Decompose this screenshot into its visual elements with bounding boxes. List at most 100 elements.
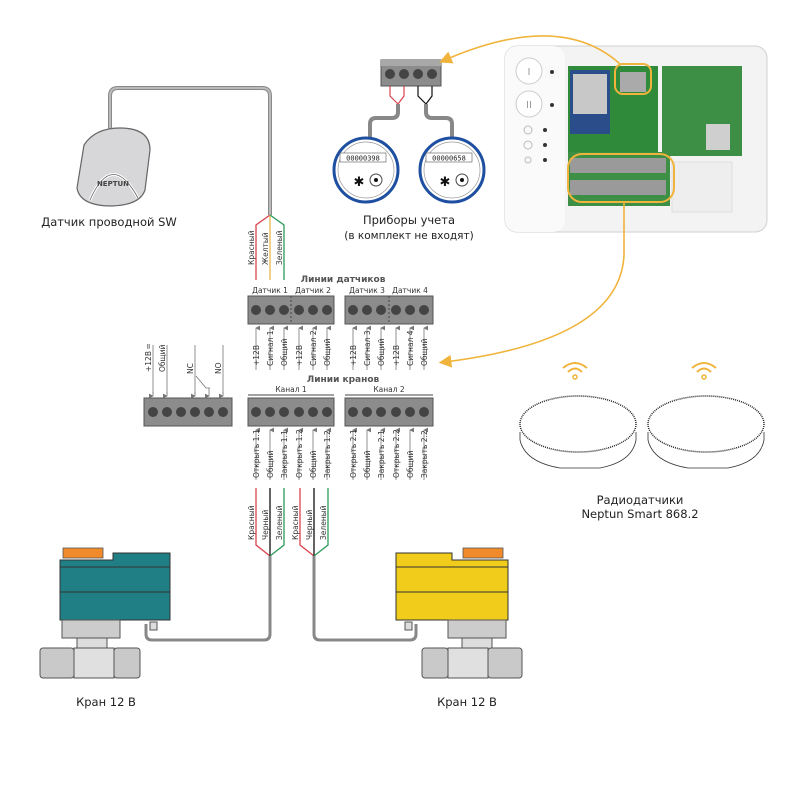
controller-button-2[interactable] xyxy=(515,90,543,118)
valve-pin-label: Общий xyxy=(363,451,372,478)
sensor-pin-label: Сигнал 3 xyxy=(363,330,372,366)
sensor-pin-label: Общий xyxy=(377,339,386,366)
wifi-status-icon xyxy=(524,156,532,164)
terminal-screw xyxy=(376,305,386,315)
sensor-pin-label: +12В xyxy=(252,345,261,366)
power-relay-block xyxy=(143,397,233,427)
wired-sensor-wires: Красный Желтый Зеленый xyxy=(247,214,285,280)
svg-text:✱: ✱ xyxy=(354,175,365,190)
svg-text:Зеленый: Зеленый xyxy=(319,505,328,540)
terminal-screw xyxy=(308,407,318,417)
channel-label: Канал 1 xyxy=(275,385,307,394)
alarm-icon xyxy=(523,140,533,150)
sensor-pin-label: Общий xyxy=(420,339,429,366)
svg-text:Зеленый: Зеленый xyxy=(275,505,284,540)
wire-label-green: Зеленый xyxy=(275,230,284,265)
channel-label: Канал 2 xyxy=(373,385,405,394)
wifi-signal-icon xyxy=(691,362,717,380)
svg-text:II: II xyxy=(526,100,532,111)
valve-pin-label: Закрыть 2.2 xyxy=(420,430,429,478)
radio-sensors-caption-line1: Радиодатчики xyxy=(597,493,684,507)
sensor-group-label: Датчик 4 xyxy=(392,286,428,295)
wire-label-red: Красный xyxy=(247,230,256,265)
leader-terminals xyxy=(438,202,625,368)
terminal-screw xyxy=(294,305,304,315)
sensor-terminal-block-2 xyxy=(344,295,434,325)
terminal-screw xyxy=(265,305,275,315)
valve-handle xyxy=(462,547,504,559)
valve-pin-label: Открыть 2.2 xyxy=(392,429,401,478)
valve-2-caption: Кран 12 В xyxy=(437,695,497,709)
radio-sensor-1 xyxy=(519,362,637,469)
terminal-screw xyxy=(376,407,386,417)
terminal-screw xyxy=(308,305,318,315)
controller-button-1[interactable] xyxy=(515,57,543,85)
terminal-screw xyxy=(322,305,332,315)
terminal-screw xyxy=(419,407,429,417)
terminal-screw xyxy=(294,407,304,417)
valve-pin-label: Общий xyxy=(266,451,275,478)
water-meter-1: 00000398 ✱ xyxy=(332,136,400,204)
terminal-screw xyxy=(162,407,172,417)
wire-label-yellow: Желтый xyxy=(261,232,270,265)
valve-handle xyxy=(62,547,104,559)
terminal-screw xyxy=(251,305,261,315)
svg-text:✱: ✱ xyxy=(440,175,451,190)
sensor-group-label: Датчик 2 xyxy=(295,286,331,295)
terminal-screw xyxy=(362,407,372,417)
sensor-group-label: Датчик 3 xyxy=(349,286,385,295)
valve-1-cable xyxy=(144,556,272,642)
terminal-screw xyxy=(265,407,275,417)
terminal-screw xyxy=(391,305,401,315)
valve-pin-label: Закрыть 2.1 xyxy=(377,430,386,478)
valve-2-wires: Красный Черный Зеленый xyxy=(291,488,329,557)
terminal-screw xyxy=(362,305,372,315)
power-pin-label: +12В ═ xyxy=(144,344,153,372)
sensor-lines-title: Линии датчиков xyxy=(301,275,386,285)
valve-pin-label: Открыть 2.1 xyxy=(349,429,358,478)
meter-1-reading: 00000398 xyxy=(346,155,380,163)
terminal-screw xyxy=(279,305,289,315)
valve-1 xyxy=(39,547,171,679)
sensor-pin-label: Сигнал 1 xyxy=(266,330,275,366)
valve-1-wires: Красный Черный Зеленый xyxy=(247,488,285,557)
terminal-screw xyxy=(405,407,415,417)
power-pin-label: NO xyxy=(214,362,223,374)
power-pin-label: Общий xyxy=(158,345,167,372)
terminal-screw xyxy=(405,305,415,315)
controller-unit: I II xyxy=(504,45,768,233)
terminal-screw xyxy=(279,407,289,417)
svg-text:Красный: Красный xyxy=(291,505,300,540)
relay-switch-symbol xyxy=(195,375,210,389)
meters-terminal xyxy=(368,59,454,140)
meter-2-reading: 00000658 xyxy=(432,155,466,163)
svg-text:I: I xyxy=(528,67,531,78)
terminal-screw xyxy=(176,407,186,417)
valve-pin-label: Общий xyxy=(406,451,415,478)
terminal-screw xyxy=(218,407,228,417)
sensor-pin-label: Сигнал 2 xyxy=(309,330,318,366)
terminal-screw xyxy=(148,407,158,417)
sensor-pin-label: Общий xyxy=(323,339,332,366)
terminal-screw xyxy=(348,305,358,315)
sensor-group-label: Датчик 1 xyxy=(252,286,288,295)
valve-pin-label: Открыть 1.2 xyxy=(295,429,304,478)
sensor-pin-label: Общий xyxy=(280,339,289,366)
power-icon xyxy=(523,125,533,135)
valve-2 xyxy=(395,547,523,679)
terminal-screw xyxy=(251,407,261,417)
sensor-pin-label: +12В xyxy=(392,345,401,366)
svg-text:Красный: Красный xyxy=(247,505,256,540)
meters-caption-line1: Приборы учета xyxy=(363,213,455,227)
svg-text:Черный: Черный xyxy=(261,510,270,540)
valve-pin-label: Закрыть 1.2 xyxy=(323,430,332,478)
neptun-brand-label: NEPTUN xyxy=(97,180,129,188)
sensor-group-labels: Датчик 1 Датчик 2 Датчик 3 Датчик 4 xyxy=(252,286,428,295)
valve-terminal-block-1 xyxy=(247,397,335,427)
valve-1-caption: Кран 12 В xyxy=(76,695,136,709)
wifi-signal-icon xyxy=(562,362,588,380)
valve-pin-label: Закрыть 1.1 xyxy=(280,430,289,478)
sensor-pin-label: Сигнал 4 xyxy=(406,330,415,366)
sensor-pin-label: +12В xyxy=(295,345,304,366)
power-pin-label: NC xyxy=(186,363,195,374)
